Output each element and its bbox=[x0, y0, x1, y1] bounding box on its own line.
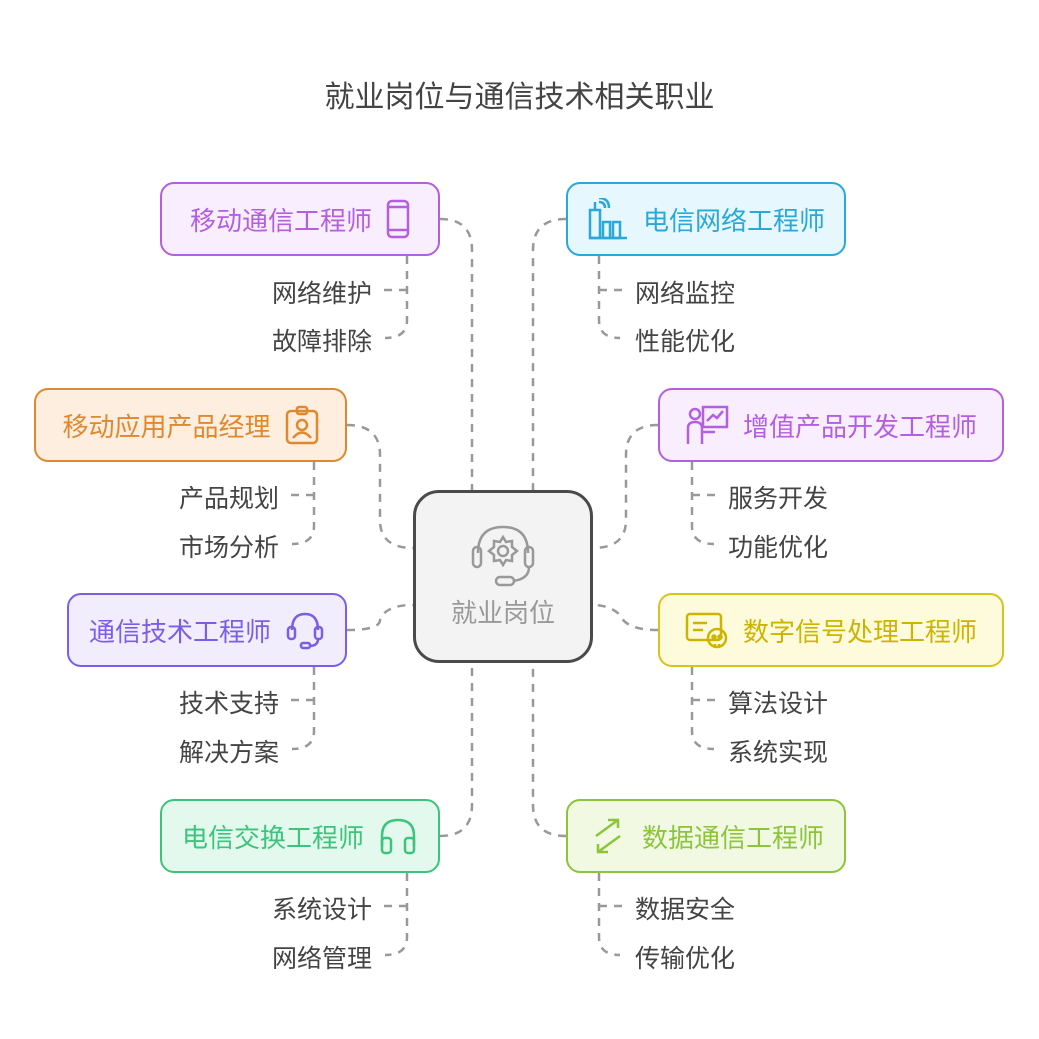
sub-item: 性能优化 bbox=[635, 327, 736, 356]
role-label: 数字信号处理工程师 bbox=[742, 617, 977, 648]
sub-item: 故障排除 bbox=[271, 327, 372, 356]
smartphone-icon bbox=[386, 199, 410, 239]
sub-item: 网络维护 bbox=[271, 279, 372, 308]
sub-item: 服务开发 bbox=[728, 484, 829, 513]
role-label: 电信网络工程师 bbox=[642, 206, 825, 237]
sub-item: 解决方案 bbox=[178, 738, 279, 767]
role-app-product-manager: 移动应用产品经理 bbox=[34, 388, 347, 462]
connector-network bbox=[531, 217, 567, 490]
sub-item: 系统设计 bbox=[271, 895, 372, 924]
sub-item: 系统实现 bbox=[728, 738, 829, 767]
role-dsp-engineer: 数字信号处理工程师 bbox=[658, 593, 1004, 667]
sub-item: 市场分析 bbox=[178, 533, 279, 562]
connector-switch bbox=[439, 663, 474, 838]
connector-vas bbox=[592, 423, 659, 550]
role-label: 增值产品开发工程师 bbox=[742, 412, 977, 443]
sub-item: 产品规划 bbox=[178, 484, 279, 513]
role-label: 移动应用产品经理 bbox=[62, 412, 271, 443]
signal-card-icon bbox=[685, 612, 728, 649]
connector-dsp bbox=[592, 603, 659, 632]
connector-tech bbox=[346, 603, 414, 632]
headphones-icon bbox=[380, 818, 416, 855]
sub-item: 网络监控 bbox=[635, 279, 736, 308]
sub-item: 数据安全 bbox=[635, 895, 736, 924]
connector-pm bbox=[346, 423, 414, 550]
role-label: 电信交换工程师 bbox=[181, 823, 364, 854]
sub-item: 网络管理 bbox=[271, 944, 372, 973]
connector-data bbox=[531, 663, 567, 838]
presenter-chart-icon bbox=[686, 405, 729, 444]
role-label: 数据通信工程师 bbox=[641, 823, 824, 854]
center-node: 就业岗位 bbox=[413, 490, 593, 663]
exchange-arrows-icon bbox=[595, 818, 621, 854]
sub-item: 算法设计 bbox=[728, 689, 829, 718]
headset-gear-icon bbox=[471, 525, 535, 587]
headset-icon bbox=[286, 612, 324, 650]
sub-item: 功能优化 bbox=[728, 533, 829, 562]
role-comm-tech-engineer: 通信技术工程师 bbox=[67, 593, 347, 667]
role-vas-developer: 增值产品开发工程师 bbox=[658, 388, 1004, 462]
role-data-comm-engineer: 数据通信工程师 bbox=[566, 799, 846, 873]
role-label: 通信技术工程师 bbox=[88, 617, 271, 648]
id-badge-icon bbox=[285, 405, 318, 445]
sub-item: 传输优化 bbox=[635, 944, 736, 973]
role-switching-engineer: 电信交换工程师 bbox=[160, 799, 440, 873]
diagram-title: 就业岗位与通信技术相关职业 bbox=[324, 80, 715, 115]
role-network-engineer: 电信网络工程师 bbox=[566, 182, 846, 256]
signal-tower-icon bbox=[588, 198, 627, 240]
role-label: 移动通信工程师 bbox=[189, 206, 372, 237]
role-mobile-engineer: 移动通信工程师 bbox=[160, 182, 440, 256]
sub-item: 技术支持 bbox=[178, 689, 279, 718]
connector-mobile bbox=[439, 217, 474, 490]
center-label: 就业岗位 bbox=[450, 599, 555, 629]
